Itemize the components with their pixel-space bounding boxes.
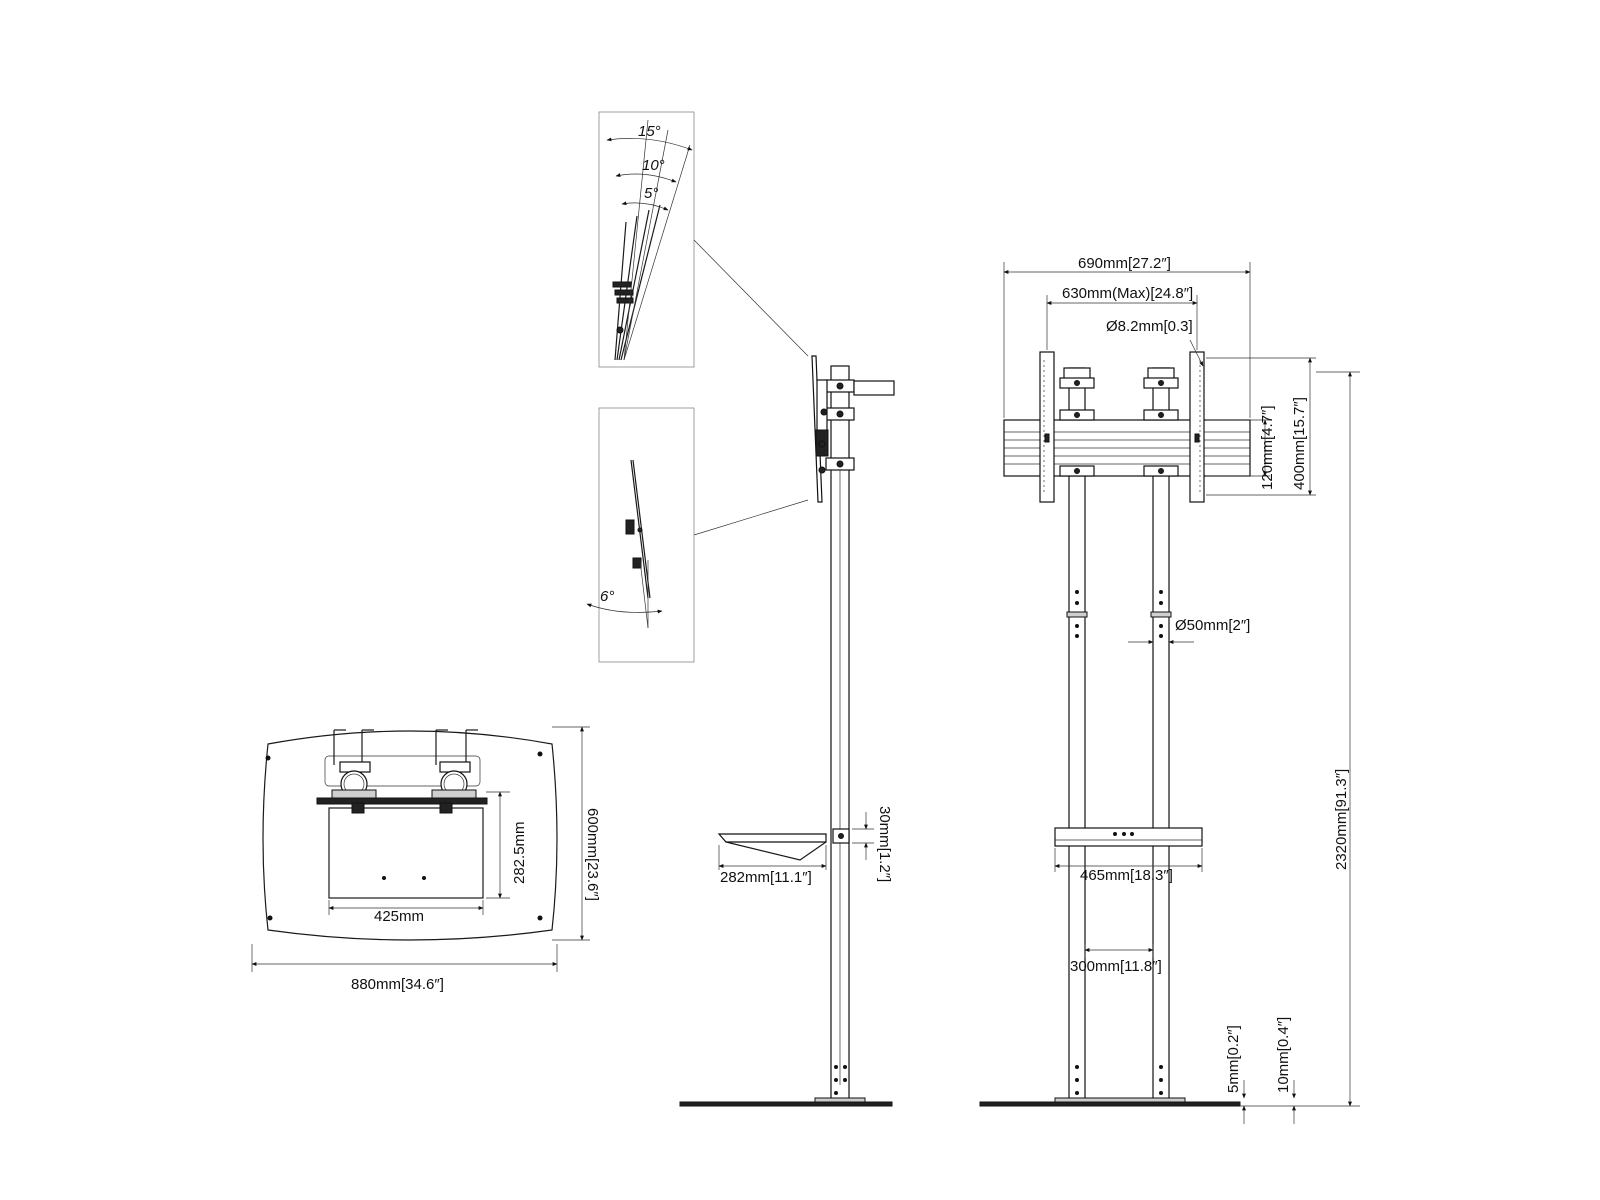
base-10-label: 10mm[0.4″] [1275,1017,1292,1093]
front-shelf [1054,827,1203,847]
front-pole-left [1068,367,1086,1103]
angle-10-label: 10° [642,157,665,174]
shelf-width-label: 465mm[18.3″] [1080,867,1173,884]
base-5-label: 5mm[0.2″] [1225,1025,1242,1093]
pole-spacing-label: 300mm[11.8″] [1070,958,1162,975]
front-pole-right [1152,367,1170,1103]
vertical-120-label: 120mm[4.7″] [1259,405,1276,490]
base-plate-outline [262,730,558,941]
tilt-detail-bottom: 6° [586,407,695,663]
side-shelf [717,833,827,843]
depth-600-label: 600mm[23.6″] [584,808,601,901]
tilt-detail-frame [598,111,695,368]
width-880-label: 880mm[34.6″] [351,976,444,993]
width-690-label: 690mm[27.2″] [1078,255,1171,272]
top-shelf [328,807,484,899]
tilt-detail-frame-2 [598,407,695,663]
angle-15-label: 15° [638,123,661,140]
hole-diameter-label: Ø8.2mm[0.3] [1106,318,1193,335]
top-view: 600mm[23.6″] 282.5mm 425mm 880mm[34.6″] [251,726,601,993]
angle-5-label: 5° [644,185,658,202]
depth-282-label: 282.5mm [511,821,528,884]
vertical-400-label: 400mm[15.7″] [1291,397,1308,490]
front-view: 690mm[27.2″] 630mm(Max)[24.8″] Ø8.2mm[0.… [979,255,1360,1124]
total-height-label: 2320mm[91.3″] [1333,769,1350,870]
detail-leader-top [693,239,809,357]
pole-diameter-label: Ø50mm[2″] [1175,617,1250,634]
vesa-bracket-left [1039,351,1055,503]
side-base [679,1101,893,1107]
front-base [979,1101,1241,1107]
shelf-thickness-label: 30mm[1.2″] [876,806,893,882]
angle-6-label: 6° [600,588,614,605]
shelf-depth-label: 282mm[11.1″] [720,869,812,886]
side-view: 282mm[11.1″] 30mm[1.2″] [679,355,895,1107]
vesa-bracket-right [1189,351,1205,503]
width-630-label: 630mm(Max)[24.8″] [1062,285,1193,302]
detail-leader-bottom [693,499,809,536]
tilt-detail-top: 15° 10° 5° [598,111,695,368]
width-425-label: 425mm [374,908,424,925]
